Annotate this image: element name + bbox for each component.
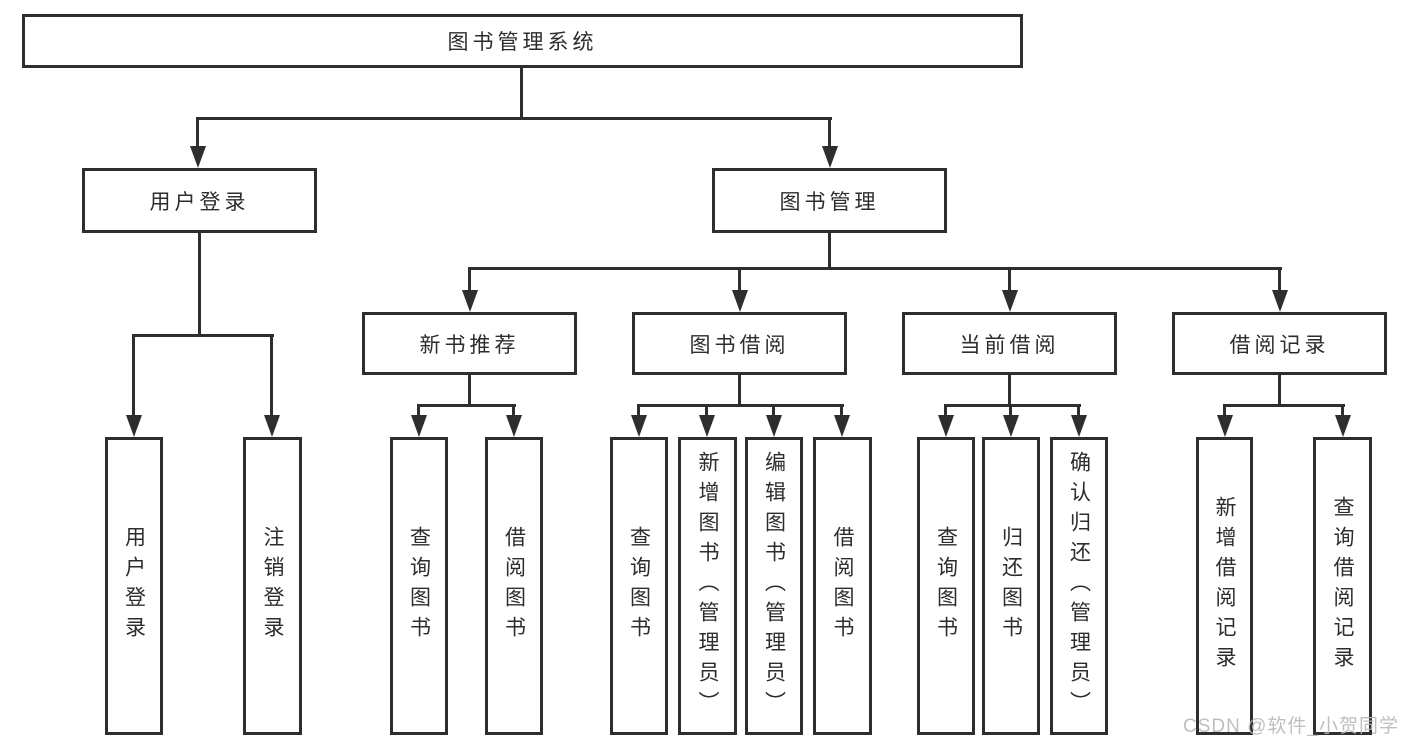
- leaf-add-borrow-record-label: 新增借阅记录: [1213, 496, 1236, 676]
- connector-to-section: [1278, 267, 1281, 293]
- leaf-current-query-books-label: 查询图书: [934, 526, 958, 646]
- connector-to-leaf: [637, 404, 640, 418]
- leaf-query-borrow-record-label: 查询借阅记录: [1331, 496, 1354, 676]
- connector-to-section: [1008, 267, 1011, 293]
- leaf-newbook-borrow-books-label: 借阅图书: [502, 526, 526, 646]
- arrow-down-icon: [1002, 290, 1018, 312]
- arrow-down-icon: [766, 415, 782, 437]
- connector-book-borrow-branch: [637, 404, 844, 407]
- leaf-borrow-borrow-books: 借阅图书: [813, 437, 872, 735]
- arrow-down-icon: [1071, 415, 1087, 437]
- connector-current-borrow-branch: [944, 404, 1081, 407]
- connector-to-leaf: [1077, 404, 1080, 418]
- leaf-add-books-admin-label: 新增图书（管理员）: [696, 451, 719, 721]
- leaf-confirm-return-admin-label: 确认归还（管理员）: [1067, 451, 1091, 721]
- leaf-current-query-books: 查询图书: [917, 437, 975, 735]
- leaf-edit-books-admin: 编辑图书（管理员）: [745, 437, 803, 735]
- connector-level3-branch: [468, 267, 1282, 270]
- leaf-add-books-admin: 新增图书（管理员）: [678, 437, 737, 735]
- connector-user-login-branch: [132, 334, 274, 337]
- connector-new-book-branch: [417, 404, 516, 407]
- connector-to-leaf: [417, 404, 420, 418]
- arrow-down-icon: [822, 146, 838, 168]
- connector-book-borrow-drop: [738, 375, 741, 407]
- arrow-down-icon: [126, 415, 142, 437]
- leaf-edit-books-admin-label: 编辑图书（管理员）: [762, 451, 786, 721]
- connector-level2-branch: [196, 117, 832, 120]
- arrow-down-icon: [699, 415, 715, 437]
- arrow-down-icon: [1003, 415, 1019, 437]
- arrow-down-icon: [264, 415, 280, 437]
- connector-book-management-drop: [828, 233, 831, 269]
- connector-to-leaf: [1223, 404, 1226, 418]
- connector-to-user-login: [196, 117, 199, 149]
- leaf-borrow-query-books-label: 查询图书: [627, 526, 651, 646]
- arrow-down-icon: [190, 146, 206, 168]
- connector-to-leaf: [1009, 404, 1012, 418]
- connector-to-leaf: [1341, 404, 1344, 418]
- connector-borrow-records-branch: [1223, 404, 1345, 407]
- arrow-down-icon: [506, 415, 522, 437]
- leaf-add-borrow-record: 新增借阅记录: [1196, 437, 1253, 735]
- node-new-book-recommend: 新书推荐: [362, 312, 577, 375]
- leaf-user-login-label: 用户登录: [122, 526, 146, 646]
- connector-to-leaf: [512, 404, 515, 418]
- arrow-down-icon: [732, 290, 748, 312]
- node-root: 图书管理系统: [22, 14, 1023, 68]
- connector-to-leaf: [132, 334, 135, 418]
- leaf-newbook-query-books-label: 查询图书: [407, 526, 431, 646]
- arrow-down-icon: [834, 415, 850, 437]
- node-borrow-records: 借阅记录: [1172, 312, 1387, 375]
- connector-to-leaf: [270, 334, 273, 418]
- connector-new-book-drop: [468, 375, 471, 407]
- leaf-user-login: 用户登录: [105, 437, 163, 735]
- arrow-down-icon: [1335, 415, 1351, 437]
- arrow-down-icon: [1217, 415, 1233, 437]
- connector-to-leaf: [705, 404, 708, 418]
- connector-to-section: [738, 267, 741, 293]
- arrow-down-icon: [462, 290, 478, 312]
- connector-borrow-records-drop: [1278, 375, 1281, 407]
- node-user-login: 用户登录: [82, 168, 317, 233]
- leaf-borrow-query-books: 查询图书: [610, 437, 668, 735]
- arrow-down-icon: [938, 415, 954, 437]
- node-book-borrow: 图书借阅: [632, 312, 847, 375]
- leaf-return-books-label: 归还图书: [999, 526, 1023, 646]
- leaf-borrow-borrow-books-label: 借阅图书: [831, 526, 854, 646]
- leaf-return-books: 归还图书: [982, 437, 1040, 735]
- connector-to-book-management: [828, 117, 831, 149]
- csdn-watermark: CSDN @软件_小贺同学: [1183, 716, 1399, 737]
- node-current-borrow: 当前借阅: [902, 312, 1117, 375]
- leaf-newbook-borrow-books: 借阅图书: [485, 437, 543, 735]
- leaf-query-borrow-record: 查询借阅记录: [1313, 437, 1372, 735]
- arrow-down-icon: [1272, 290, 1288, 312]
- connector-to-leaf: [840, 404, 843, 418]
- leaf-newbook-query-books: 查询图书: [390, 437, 448, 735]
- leaf-confirm-return-admin: 确认归还（管理员）: [1050, 437, 1108, 735]
- arrow-down-icon: [411, 415, 427, 437]
- connector-to-leaf: [772, 404, 775, 418]
- connector-current-borrow-drop: [1008, 375, 1011, 407]
- connector-user-login-drop: [198, 233, 201, 336]
- connector-to-leaf: [944, 404, 947, 418]
- arrow-down-icon: [631, 415, 647, 437]
- connector-root-drop: [520, 68, 523, 120]
- leaf-logout-label: 注销登录: [261, 526, 284, 646]
- node-book-management: 图书管理: [712, 168, 947, 233]
- connector-to-section: [468, 267, 471, 293]
- leaf-logout: 注销登录: [243, 437, 302, 735]
